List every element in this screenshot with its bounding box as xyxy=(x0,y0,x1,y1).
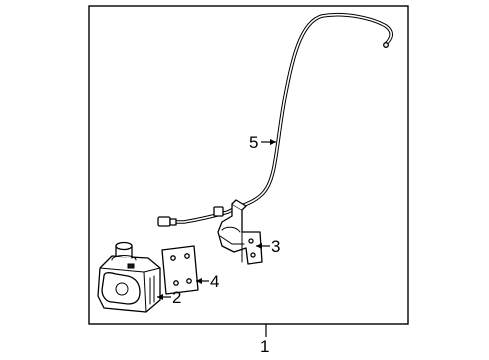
cable-harness xyxy=(157,12,394,227)
callout-2-arrow xyxy=(157,294,163,300)
callout-3: 3 xyxy=(271,237,280,256)
cable-clip xyxy=(213,206,224,217)
cable-end-cap xyxy=(383,42,389,48)
control-module xyxy=(97,241,161,313)
callout-1: 1 xyxy=(260,337,269,356)
cable-connector xyxy=(157,216,171,227)
mounting-bracket xyxy=(217,199,263,265)
callout-3-arrow xyxy=(256,243,262,249)
callout-4: 4 xyxy=(210,272,219,291)
callout-5-arrow xyxy=(270,139,276,145)
mounting-plate xyxy=(161,245,199,295)
callout-4-arrow xyxy=(196,278,202,284)
callout-2: 2 xyxy=(172,288,181,307)
callout-5: 5 xyxy=(249,133,258,152)
